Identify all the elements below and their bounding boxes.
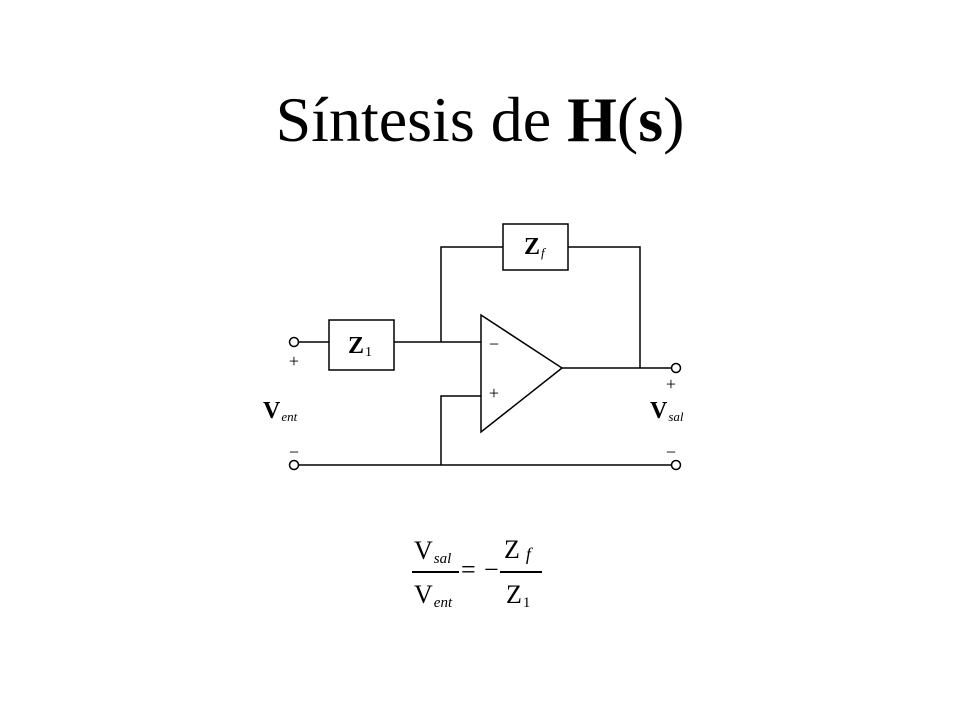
- title-open-paren: (: [616, 84, 639, 155]
- opamp-inverting-sign: −: [488, 334, 500, 354]
- formula-right-numerator-sub: f: [525, 544, 531, 564]
- formula-left-fraction-bar: [412, 571, 459, 573]
- vout-label-main: V: [650, 398, 668, 424]
- zf-label: Zf: [524, 235, 545, 259]
- formula-right-fraction-bar: [500, 571, 542, 573]
- zf-label-main: Z: [524, 234, 541, 260]
- formula-left-denominator-main: V: [414, 580, 433, 609]
- formula-right-denominator-sub: 1: [522, 595, 531, 611]
- noninverting-wire: [440, 395, 481, 465]
- input-terminal-top: [288, 336, 300, 348]
- input-terminal-bottom: [288, 459, 300, 471]
- formula-minus: −: [484, 555, 499, 584]
- vout-plus-sign: +: [665, 374, 677, 394]
- formula-right-denominator: Z1: [506, 582, 530, 611]
- formula-left-numerator: Vsal: [414, 538, 451, 567]
- opamp-triangle: [480, 313, 564, 434]
- formula-left-denominator: Vent: [414, 582, 452, 611]
- formula-equals: =: [461, 555, 476, 584]
- vout-label: Vsal: [650, 399, 684, 423]
- formula-right-numerator-main: Z: [504, 535, 520, 564]
- vin-label: Vent: [263, 399, 297, 423]
- formula-right-denominator-main: Z: [506, 580, 522, 609]
- feedback-wire-right: [568, 246, 641, 368]
- output-terminal-bottom: [670, 459, 682, 471]
- slide-title: Síntesis de H(s): [0, 88, 960, 152]
- vout-minus-sign: −: [665, 442, 677, 462]
- vin-label-main: V: [263, 398, 281, 424]
- formula-left-numerator-sub: sal: [433, 551, 452, 567]
- z1-box: [328, 319, 395, 371]
- title-s: s: [638, 84, 664, 155]
- vin-label-sub: ent: [281, 409, 298, 424]
- z1-label-sub: 1: [365, 345, 373, 360]
- title-h: H: [567, 84, 617, 155]
- z1-label: Z1: [348, 334, 372, 360]
- feedback-wire-left: [440, 246, 503, 342]
- vin-plus-sign: +: [288, 351, 300, 371]
- vout-label-sub: sal: [668, 409, 684, 424]
- zf-label-sub: f: [541, 245, 545, 260]
- z1-label-main: Z: [348, 333, 365, 359]
- title-close-paren: ): [663, 84, 685, 155]
- formula-left-numerator-main: V: [414, 536, 433, 565]
- vin-minus-sign: −: [288, 442, 300, 462]
- formula-left-denominator-sub: ent: [433, 595, 453, 611]
- title-prefix: Síntesis de: [275, 84, 568, 155]
- opamp-noninverting-sign: +: [488, 383, 500, 403]
- output-terminal-top: [670, 362, 682, 374]
